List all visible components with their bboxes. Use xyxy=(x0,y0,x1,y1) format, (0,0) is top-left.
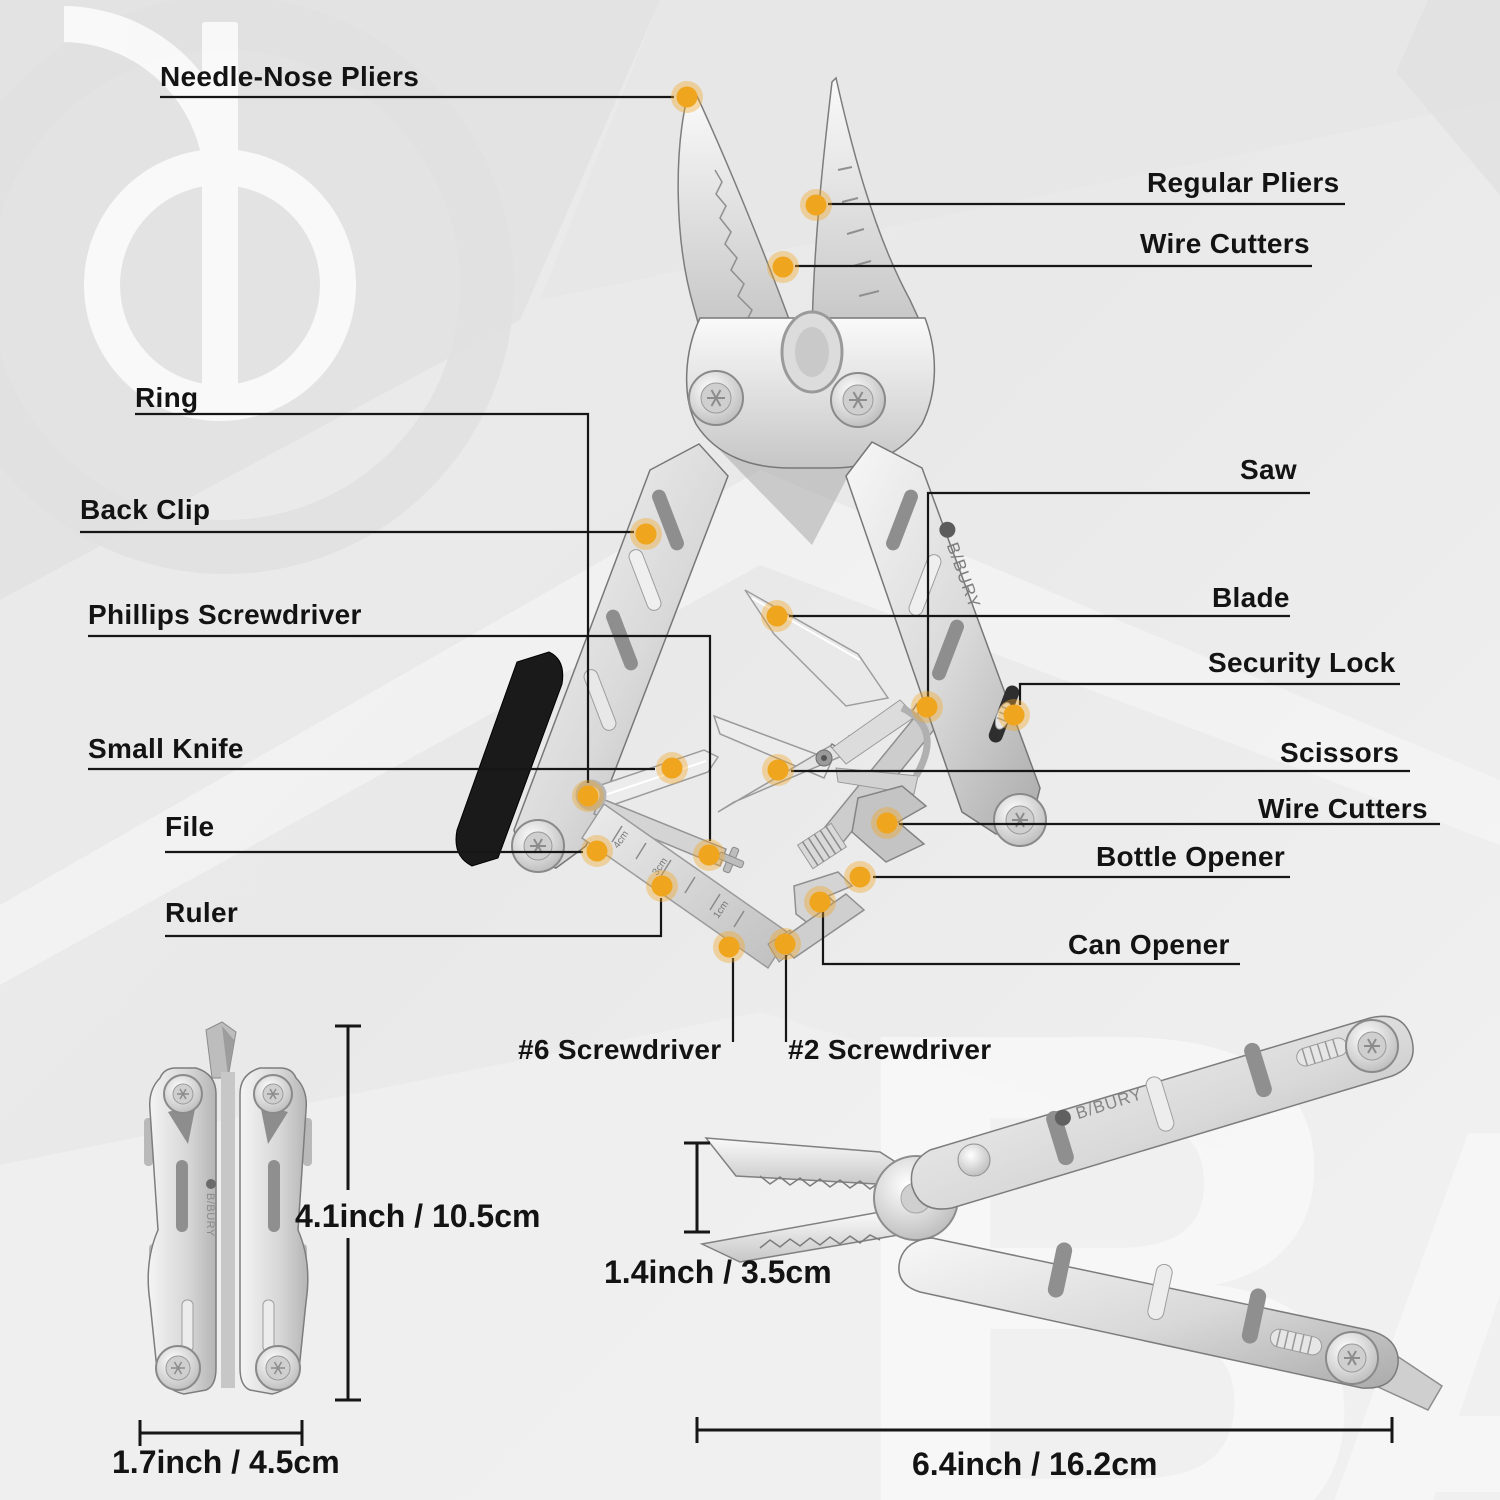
folded-multitool-illustration: B/BURY xyxy=(144,1021,312,1395)
brush-tool xyxy=(796,822,848,870)
folded-cutout xyxy=(168,1104,196,1144)
watermark-logo xyxy=(64,6,356,421)
leader-line-ruler xyxy=(165,898,663,938)
head-screw-left xyxy=(688,370,744,426)
background-wedge-topright xyxy=(1396,0,1500,195)
head-pivot-inner xyxy=(795,327,829,377)
annotation-scissors xyxy=(762,754,1410,786)
background-band-top xyxy=(540,0,1500,300)
annotation-small-knife xyxy=(88,752,688,784)
annotation-bottle-opener xyxy=(844,861,1290,893)
leader-line-can-opener xyxy=(821,911,1240,966)
main-multitool-illustration: 4cm 3cm 1cm xyxy=(455,76,1047,970)
fanned-tools: 4cm 3cm 1cm xyxy=(575,749,802,970)
folded-slot xyxy=(176,1160,188,1232)
folded-center-gap xyxy=(221,1072,235,1388)
folded-screw xyxy=(163,1074,203,1114)
marker-dot-wire-cutters-bottom xyxy=(876,812,898,834)
annotation-screwdriver-2 xyxy=(769,928,801,1042)
annotation-regular-pliers xyxy=(800,189,1345,221)
folded-jaw-shadow xyxy=(222,1026,234,1076)
marker-dot-blade xyxy=(766,605,788,627)
annotation-back-clip xyxy=(80,518,662,550)
svg-text:B/BURY: B/BURY xyxy=(204,1193,216,1237)
marker-dot-scissors xyxy=(767,759,789,781)
marker-dot-phillips-screwdriver xyxy=(698,844,720,866)
leader-line-phillips-screwdriver xyxy=(88,634,712,841)
annotation-wire-cutters-top xyxy=(767,251,1312,283)
brand-engraving-folded: B/BURY xyxy=(204,1179,216,1237)
marker-dot-ring xyxy=(577,785,599,807)
open-pliers-illustration: B/BURY xyxy=(699,1015,1444,1411)
dimension-folded-height xyxy=(335,1024,361,1402)
head-screw-right xyxy=(830,372,886,428)
annotation-wire-cutters-bottom xyxy=(871,807,1440,839)
annotation-saw xyxy=(911,491,1310,723)
marker-dot-regular-pliers xyxy=(805,194,827,216)
folded-slot xyxy=(268,1160,280,1232)
annotation-phillips-screwdriver xyxy=(88,634,725,871)
marker-dot-screwdriver-6 xyxy=(718,936,740,958)
dimension-tool-length xyxy=(695,1417,1394,1443)
marker-dot-back-clip xyxy=(635,523,657,545)
pliers-upper-handle: B/BURY xyxy=(910,1015,1414,1210)
marker-dot-small-knife xyxy=(661,757,683,779)
marker-dot-wire-cutters-top xyxy=(772,256,794,278)
pliers-lower-handle xyxy=(898,1237,1444,1411)
marker-dot-file xyxy=(586,840,608,862)
dimension-folded-width xyxy=(138,1420,304,1446)
leader-line-saw xyxy=(926,491,1310,699)
dimension-jaw-opening xyxy=(684,1141,710,1234)
annotation-ring xyxy=(135,412,604,812)
right-handle: B/BURY xyxy=(845,441,1047,847)
marker-dot-bottle-opener xyxy=(849,866,871,888)
annotation-layer xyxy=(80,81,1440,1446)
marker-dot-security-lock xyxy=(1003,704,1025,726)
black-back-clip xyxy=(455,651,564,867)
folded-screw xyxy=(255,1345,301,1391)
annotation-can-opener xyxy=(804,886,1240,966)
annotation-blade xyxy=(761,600,1290,632)
annotation-screwdriver-6 xyxy=(713,931,745,1042)
marker-dot-can-opener xyxy=(809,891,831,913)
folded-screw xyxy=(253,1074,293,1114)
folded-cutout xyxy=(260,1104,288,1144)
annotation-needle-nose-pliers xyxy=(160,81,703,113)
annotation-file xyxy=(165,835,613,867)
marker-dot-screwdriver-2 xyxy=(774,933,796,955)
leader-line-security-lock xyxy=(1018,682,1400,705)
background-swoosh xyxy=(0,470,1500,985)
marker-dot-saw xyxy=(916,696,938,718)
annotation-ruler xyxy=(165,870,678,938)
annotation-security-lock xyxy=(998,682,1400,731)
pliers-small-screw xyxy=(957,1143,991,1177)
folded-screw xyxy=(155,1345,201,1391)
flat-screwdriver-2-tool xyxy=(776,893,866,959)
folded-knurl xyxy=(262,1299,275,1353)
folded-knurl xyxy=(181,1299,194,1353)
leader-line-ring xyxy=(135,412,590,783)
left-handle xyxy=(511,443,729,873)
marker-dot-needle-nose-pliers xyxy=(676,86,698,108)
marker-dot-ruler xyxy=(651,875,673,897)
